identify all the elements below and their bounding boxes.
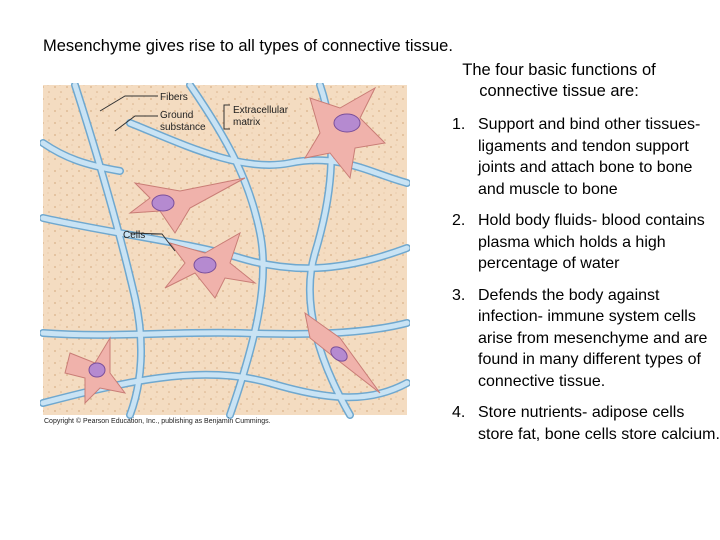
nuclei xyxy=(88,113,361,378)
nucleus xyxy=(151,194,175,212)
label-substance: substance xyxy=(160,122,206,133)
item-number: 2. xyxy=(452,212,466,229)
item-text: Store nutrients- adipose cells store fat… xyxy=(478,404,720,443)
label-fibers: Fibers xyxy=(160,92,188,103)
function-item-3: 3. Defends the body against infection- i… xyxy=(452,285,720,393)
nucleus xyxy=(333,113,361,133)
item-number: 4. xyxy=(452,404,466,421)
cell xyxy=(303,86,387,180)
item-number: 3. xyxy=(452,286,466,304)
nucleus xyxy=(88,362,106,378)
item-text: Support and bind other tissues- ligament… xyxy=(478,116,701,198)
function-item-2: 2. Hold body fluids- blood contains plas… xyxy=(452,210,720,275)
label-matrix: matrix xyxy=(233,117,260,128)
label-extracellular: Extracellular xyxy=(233,105,289,116)
slide-subtitle: The four basic functions of connective t… xyxy=(462,61,656,100)
label-ground: Ground xyxy=(160,110,193,121)
nucleus xyxy=(330,346,348,362)
item-text: Defends the body against infection- immu… xyxy=(478,286,708,390)
label-leader-lines xyxy=(99,95,230,252)
cell xyxy=(128,177,246,234)
function-item-1: 1. Support and bind other tissues- ligam… xyxy=(452,114,720,200)
label-cells: Cells xyxy=(123,230,145,241)
figure-copyright: Copyright © Pearson Education, Inc., pub… xyxy=(44,418,271,425)
functions-list: 1. Support and bind other tissues- ligam… xyxy=(452,114,720,455)
fiber-network xyxy=(40,83,410,419)
function-item-4: 4. Store nutrients- adipose cells store … xyxy=(452,402,720,445)
item-text: Hold body fluids- blood contains plasma … xyxy=(478,212,705,272)
connective-tissue-figure: Fibers Ground substance Extracellular ma… xyxy=(40,83,410,433)
slide-title: Mesenchyme gives rise to all types of co… xyxy=(43,37,453,55)
nucleus xyxy=(193,256,217,274)
item-number: 1. xyxy=(452,116,466,133)
